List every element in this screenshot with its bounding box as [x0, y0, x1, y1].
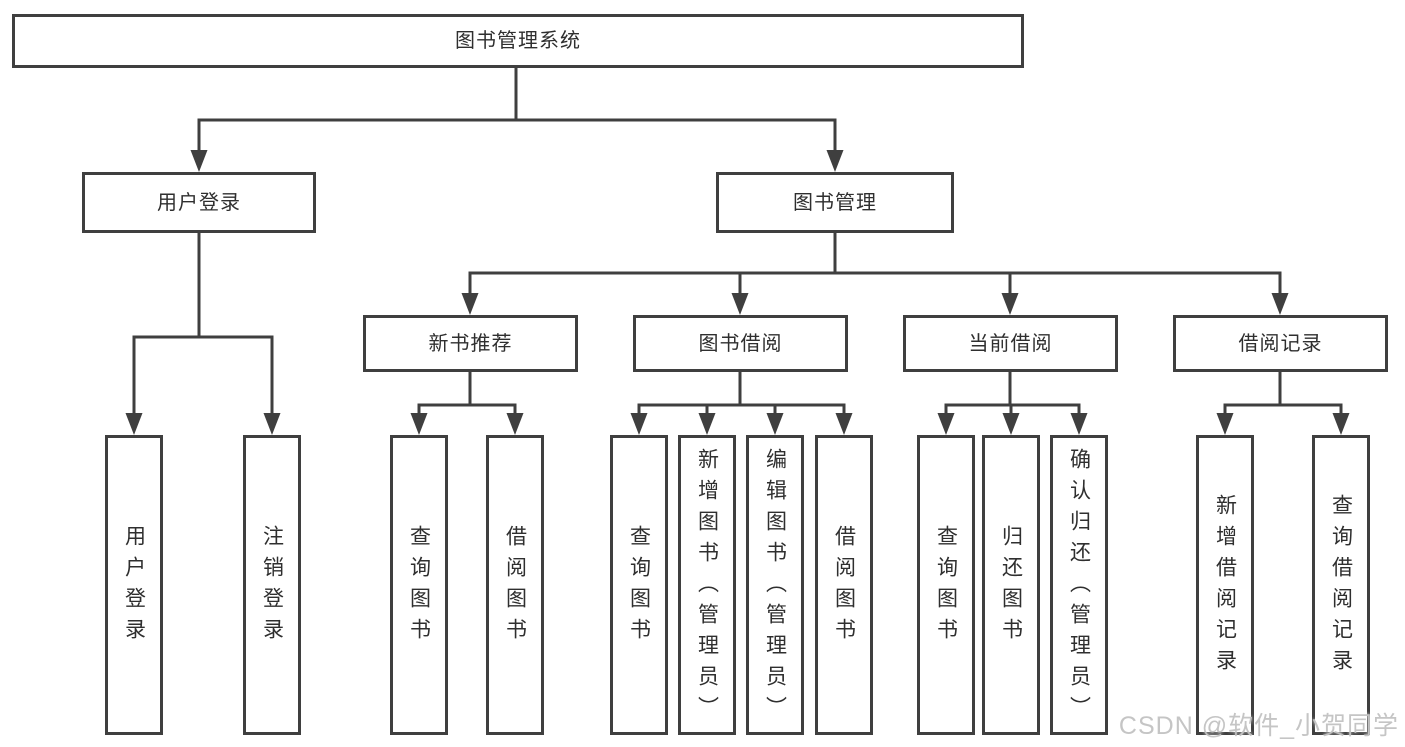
- node-library-management-system: 图书管理系统: [12, 14, 1024, 68]
- node-user-login: 用户登录: [82, 172, 316, 233]
- watermark: CSDN @软件_小贺同学: [1118, 712, 1399, 740]
- node-borrowing-records: 借阅记录: [1173, 315, 1388, 372]
- leaf-query-books-recommend: 查询图书: [390, 435, 448, 735]
- node-current-borrowing: 当前借阅: [903, 315, 1118, 372]
- leaf-borrow-books-borrowing: 借阅图书: [815, 435, 873, 735]
- leaf-logout: 注销登录: [243, 435, 301, 735]
- leaf-borrow-books-recommend: 借阅图书: [486, 435, 544, 735]
- leaf-edit-book-admin: 编辑图书（管理员）: [746, 435, 804, 735]
- leaf-add-book-admin: 新增图书（管理员）: [678, 435, 736, 735]
- leaf-return-books: 归还图书: [982, 435, 1040, 735]
- leaf-query-borrow-record: 查询借阅记录: [1312, 435, 1370, 735]
- node-book-management: 图书管理: [716, 172, 954, 233]
- leaf-query-books-borrowing: 查询图书: [610, 435, 668, 735]
- leaf-user-login: 用户登录: [105, 435, 163, 735]
- node-book-borrowing: 图书借阅: [633, 315, 848, 372]
- leaf-add-borrow-record: 新增借阅记录: [1196, 435, 1254, 735]
- node-new-book-recommendation: 新书推荐: [363, 315, 578, 372]
- leaf-query-books-current: 查询图书: [917, 435, 975, 735]
- leaf-confirm-return-admin: 确认归还（管理员）: [1050, 435, 1108, 735]
